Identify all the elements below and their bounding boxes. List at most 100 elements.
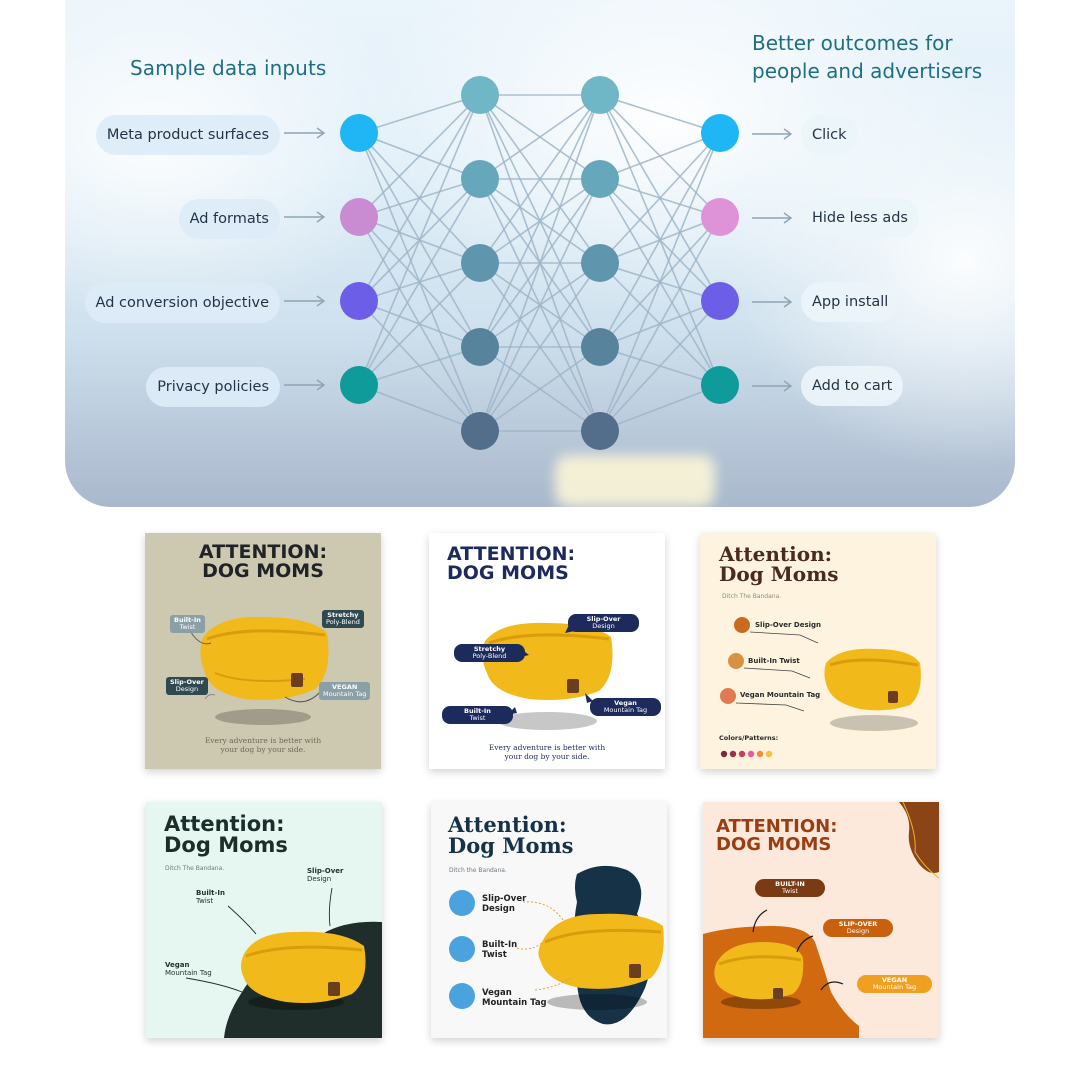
color-swatch[interactable] [756, 750, 764, 758]
output-node [701, 282, 739, 320]
card-6-headline: ATTENTION: DOG MOMS [716, 818, 837, 854]
hidden-node-layer-2 [581, 76, 619, 114]
card-5-art [449, 865, 664, 1025]
card-2-art [482, 622, 613, 730]
input-node [340, 366, 378, 404]
color-swatch[interactable] [747, 750, 755, 758]
edge [358, 94, 481, 218]
ad-card-4[interactable]: Attention: Dog Moms Ditch The Bandana. B… [146, 802, 382, 1038]
ad-card-5[interactable]: Attention: Dog Moms Ditch the Bandana. S… [431, 802, 667, 1038]
card-4-art [185, 887, 382, 1038]
light-glow [555, 455, 715, 507]
hidden-node-layer-2 [581, 160, 619, 198]
input-label-ad-conversion-objective: Ad conversion objective [84, 283, 280, 323]
output-label-click: Click [801, 115, 858, 155]
edge [599, 384, 721, 432]
card-2-headline: ATTENTION: DOG MOMS [447, 545, 575, 583]
outcomes-title: Better outcomes for people and advertise… [752, 31, 983, 83]
card-3-swatches [720, 750, 773, 758]
output-arrowhead-icon [783, 128, 793, 140]
card-6-headline-line-2: DOG MOMS [716, 834, 832, 855]
color-swatch[interactable] [729, 750, 737, 758]
output-node [701, 198, 739, 236]
output-node [701, 114, 739, 152]
hidden-node-layer-1 [461, 76, 499, 114]
input-arrowhead-icon [316, 379, 326, 391]
card-3-subtitle: Ditch The Bandana. [722, 593, 782, 600]
edge [358, 94, 481, 302]
input-node [340, 114, 378, 152]
ad-card-3[interactable]: Attention: Dog Moms Ditch The Bandana. S… [700, 533, 936, 769]
card-2-headline-line-2: DOG MOMS [447, 562, 569, 584]
input-arrowhead-icon [316, 211, 326, 223]
card-5-subtitle: Ditch the Bandana. [449, 867, 507, 874]
input-label-meta-product-surfaces: Meta product surfaces [95, 115, 280, 155]
card-6-art [703, 802, 939, 1038]
card-3-headline-line-2: Dog Moms [719, 562, 839, 586]
output-label-add-to-cart: Add to cart [801, 366, 904, 406]
card-4-subtitle: Ditch The Bandana. [165, 865, 225, 872]
edge [599, 300, 721, 432]
card-1-headline-line-2: DOG MOMS [202, 560, 324, 582]
input-arrowhead-icon [316, 127, 326, 139]
card-3-colors-label: Colors/Patterns: [719, 734, 779, 742]
color-swatch[interactable] [738, 750, 746, 758]
card-3-feature-3: Vegan Mountain Tag [740, 691, 821, 699]
edge [358, 94, 481, 134]
card-4-headline-line-1: Attention: [164, 812, 285, 836]
hidden-node-layer-2 [581, 244, 619, 282]
edge [479, 94, 601, 264]
hidden-node-layer-2 [581, 328, 619, 366]
edge [599, 216, 721, 432]
color-swatch[interactable] [765, 750, 773, 758]
neural-network-diagram: Sample data inputs Better outcomes for p… [65, 0, 1015, 507]
input-node [340, 198, 378, 236]
input-label-privacy-policies: Privacy policies [146, 367, 280, 407]
card-3-headline: Attention: Dog Moms [719, 544, 839, 584]
output-label-app-install: App install [801, 282, 900, 322]
card-4-headline-line-2: Dog Moms [164, 833, 288, 857]
card-3-headline-line-1: Attention: [719, 542, 833, 566]
edge [358, 384, 481, 432]
input-label-ad-formats: Ad formats [178, 199, 280, 239]
output-label-hide-less-ads: Hide less ads [801, 198, 919, 238]
network-graph [284, 76, 793, 450]
card-3-art [720, 617, 921, 731]
edge [479, 94, 601, 348]
output-arrowhead-icon [783, 212, 793, 224]
card-1-headline-line-1: ATTENTION: [198, 541, 328, 563]
hidden-node-layer-1 [461, 160, 499, 198]
edge [599, 132, 721, 264]
hidden-node-layer-1 [461, 412, 499, 450]
edge [479, 346, 601, 432]
edge [479, 178, 601, 432]
inputs-title: Sample data inputs [130, 56, 327, 80]
edge [358, 346, 481, 386]
input-arrowhead-icon [316, 295, 326, 307]
card-5-headline-line-2: Dog Moms [448, 833, 574, 858]
hidden-node-layer-2 [581, 412, 619, 450]
output-arrowhead-icon [783, 380, 793, 392]
edge [599, 132, 721, 348]
edge [599, 132, 721, 180]
color-swatch[interactable] [720, 750, 728, 758]
edge [599, 94, 721, 134]
edge [358, 262, 481, 386]
